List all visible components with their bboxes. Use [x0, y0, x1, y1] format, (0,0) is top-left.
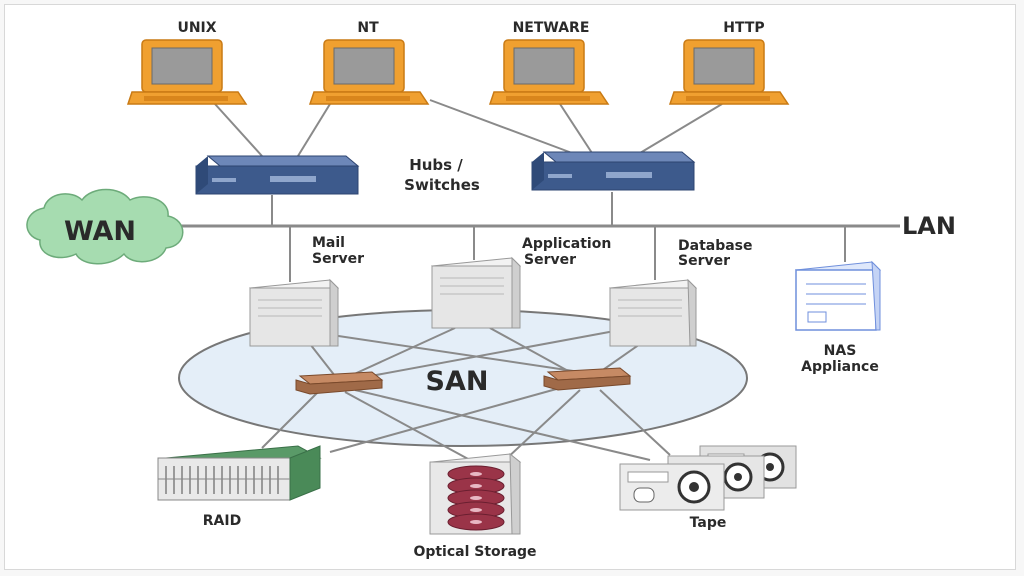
fabric-mail-sw2 — [324, 333, 581, 373]
keyboard — [326, 96, 410, 101]
fabric-app-sw2 — [489, 327, 571, 373]
mail-server — [248, 278, 340, 347]
san-switch-left — [295, 371, 384, 395]
client-http-label: HTTP — [723, 20, 764, 36]
link-nt-hub2 — [429, 99, 573, 154]
raid-array — [157, 445, 322, 501]
client-netware-label: NETWARE — [513, 20, 590, 36]
nas-label-line1: NAS — [824, 343, 857, 359]
database-server — [608, 278, 698, 347]
fabric-db-sw1 — [359, 329, 621, 379]
connection-lines — [214, 99, 846, 282]
san-label: SAN — [426, 366, 489, 397]
fabric-app-sw1 — [349, 327, 456, 377]
mail-server-label-line1: Mail — [312, 235, 345, 251]
link-nt-hub1 — [297, 103, 331, 157]
tape-library — [619, 445, 797, 511]
database-server-label-line1: Database — [678, 238, 753, 254]
link-unix-hub1 — [214, 103, 263, 157]
client-http — [668, 39, 790, 105]
fabric-sw1-optical — [344, 391, 471, 461]
keyboard — [686, 96, 770, 101]
fabric-sw2-optical — [504, 389, 581, 461]
hub-switch-left — [195, 155, 360, 195]
fabric-sw1-tape — [354, 389, 651, 461]
wan-label: WAN — [64, 216, 136, 247]
fabric-sw2-tape — [599, 389, 671, 456]
application-server-label-line1: Application — [522, 236, 611, 252]
fabric-sw2-raid — [329, 387, 561, 453]
nas-appliance — [794, 260, 882, 331]
keyboard — [506, 96, 590, 101]
client-netware — [488, 39, 610, 105]
hubs-label-line1: Hubs / — [409, 156, 463, 174]
client-nt-label: NT — [357, 20, 379, 36]
wan-cloud: WAN — [26, 188, 184, 265]
keyboard — [144, 96, 228, 101]
fabric-mail-sw1 — [309, 343, 336, 377]
monitor-screen — [513, 47, 575, 85]
hubs-label-line2: Switches — [404, 176, 480, 194]
tape-label: Tape — [690, 515, 727, 531]
tape-drive-front — [619, 463, 725, 511]
monitor-screen — [151, 47, 213, 85]
client-nt — [308, 39, 430, 105]
mail-server-label-line2: Server — [312, 251, 364, 267]
client-unix-label: UNIX — [177, 20, 216, 36]
san-fabric-lines — [261, 327, 671, 461]
link-http-hub2 — [639, 103, 723, 154]
nas-label-line2: Appliance — [801, 359, 879, 375]
monitor-screen — [333, 47, 395, 85]
lan-label: LAN — [902, 212, 956, 240]
link-netware-hub2 — [559, 103, 593, 154]
application-server — [430, 256, 522, 329]
raid-label: RAID — [203, 513, 241, 529]
fabric-sw1-raid — [261, 391, 319, 449]
optical-storage — [429, 452, 522, 535]
hub-switch-right — [531, 151, 696, 191]
monitor-screen — [693, 47, 755, 85]
san-switch-right — [543, 367, 632, 391]
database-server-label-line2: Server — [678, 253, 730, 269]
optical-storage-label: Optical Storage — [413, 544, 536, 560]
client-unix — [126, 39, 248, 105]
application-server-label-line2: Server — [524, 252, 576, 268]
fabric-db-sw2 — [599, 343, 641, 373]
